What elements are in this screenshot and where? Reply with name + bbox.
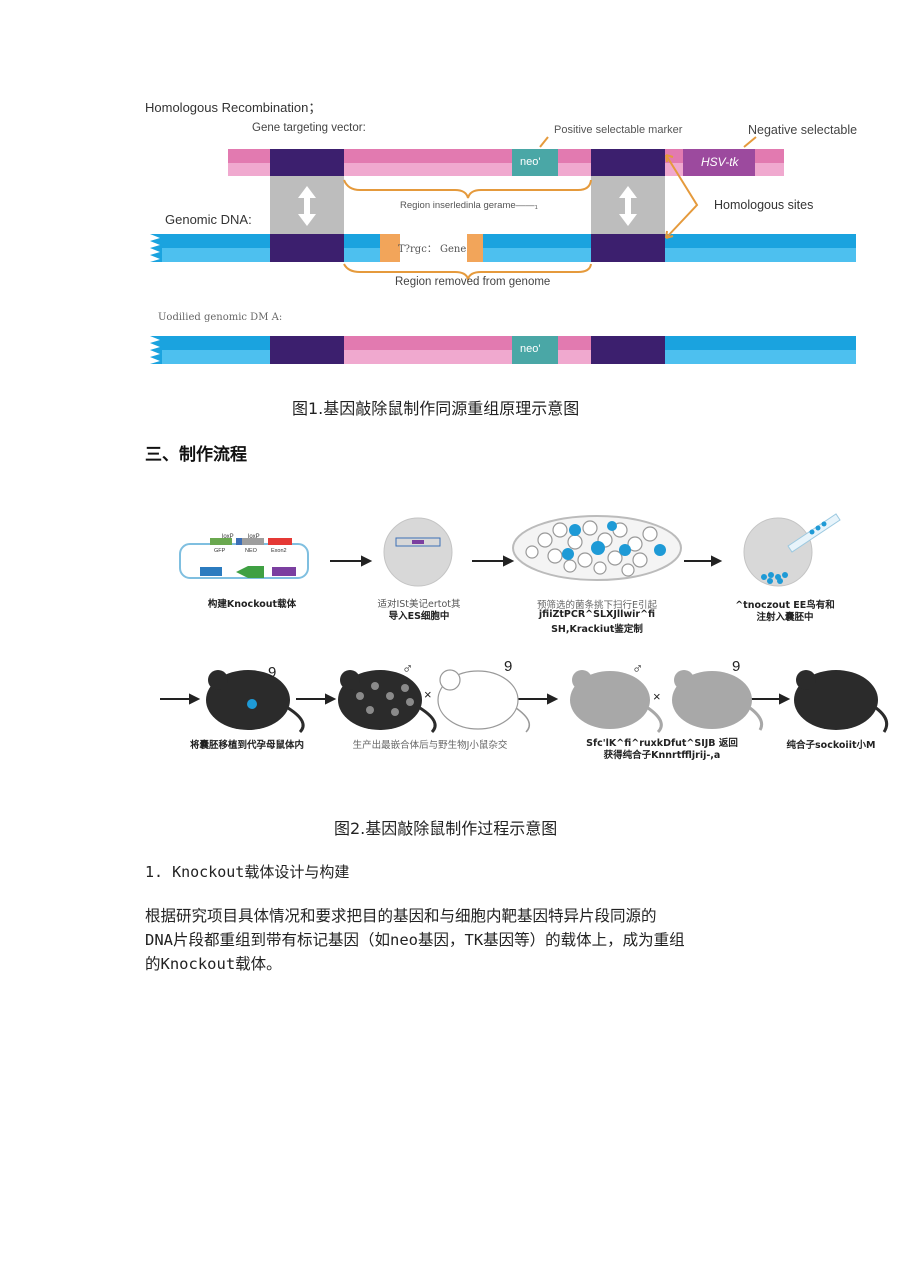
double-arrow-icon-right <box>619 186 637 226</box>
process-arrows-row1 <box>330 555 723 567</box>
modified-neo-label: neo' <box>520 343 541 355</box>
genomic-dna-label: Genomic DNA: <box>165 212 252 227</box>
fig2-caption: 图2.基因敲除鼠制作过程示意图 <box>334 819 558 838</box>
hetero-mouse-male-icon <box>570 670 663 734</box>
male-symbol-1: ♂ <box>402 660 414 677</box>
genomic-homology-arm-left <box>270 234 344 262</box>
vector-homology-arm-left <box>270 149 344 176</box>
section1-para-line1: 根据研究项目具体情况和要求把目的基因和与细胞内靶基因特异片段同源的 <box>145 907 657 925</box>
inserted-region-brace <box>343 179 592 199</box>
step2-label-line1: 适对ISt美记ertot其 <box>377 599 461 610</box>
es-cell-dish-icon <box>383 517 453 587</box>
hetero-mouse-female-icon <box>672 670 764 731</box>
genomic-dna-strand <box>150 234 856 262</box>
target-gene-right <box>467 234 483 262</box>
inserted-region-label: Region inserledinla gerame——₁ <box>400 200 538 211</box>
vector-homology-arm-right <box>591 149 665 176</box>
homologous-sites-pointer <box>665 154 699 239</box>
fig1-caption: 图1.基因敲除鼠制作同源重组原理示意图 <box>292 399 580 418</box>
vector-label: Gene targeting vector: <box>252 122 366 134</box>
step8-label: 纯合子sockoiit小M <box>786 740 876 751</box>
section1-para-line3: 的Knockout载体。 <box>145 955 282 973</box>
negative-marker-label: Negative selectable <box>748 123 858 137</box>
modified-genomic-strand <box>150 336 856 364</box>
step6-label: 生产出最嵌合体后与野生物J小鼠杂交 <box>352 740 508 751</box>
homologous-sites-label: Homologous sites <box>714 198 814 212</box>
negative-marker-arrow <box>743 136 757 148</box>
wildtype-mouse-icon <box>437 669 531 733</box>
neo-label: neo' <box>520 156 541 168</box>
exon-label: Exon2 <box>271 548 287 554</box>
removed-region-brace <box>343 263 592 283</box>
female-symbol-2: 9 <box>504 658 513 675</box>
step4-label-line2: 注射入囊胚中 <box>756 612 814 623</box>
hsv-label: HSV-tk <box>701 155 739 169</box>
positive-marker-label: Positive selectable marker <box>554 124 683 136</box>
step4-label-line1: ^tnoczout EE鸟有和 <box>735 600 835 611</box>
section1-heading: 1. Knockout载体设计与构建 <box>145 863 350 881</box>
target-gene-label: T?rgc： Gene <box>398 244 467 255</box>
neo-gene-label: NEO <box>245 548 257 554</box>
genomic-homology-arm-right <box>591 234 665 262</box>
step2-label-line2: 导入ES细胞中 <box>388 611 450 622</box>
gfp-label: GFP <box>214 548 226 554</box>
step3-label-line2: jfiiZtPCR^SLXJllwir^fi <box>538 609 656 620</box>
targeting-vector-strand <box>228 149 784 176</box>
step7-label-line2: 获得纯合子Knnrtffljrij-,a <box>603 750 721 761</box>
cross-symbol-1: × <box>424 687 432 702</box>
blastocyst-injection-icon <box>743 513 841 587</box>
male-symbol-2: ♂ <box>632 660 644 677</box>
modified-neo-block <box>512 336 558 364</box>
double-arrow-icon-left <box>298 186 316 226</box>
section1-para-line2: DNA片段都重组到带有标记基因（如neo基因，TK基因等）的载体上，成为重组 <box>145 931 685 949</box>
chimera-mouse-icon <box>338 670 437 734</box>
process-arrows-row2 <box>160 693 791 705</box>
modified-genomic-label: Uodilied genomic DM A: <box>158 312 283 323</box>
vector-hsv-tk-block <box>683 149 755 176</box>
step3-label-line3: SH,Krackiut鉴定制 <box>551 624 643 635</box>
knockout-process-diagram <box>160 513 889 734</box>
target-gene-left <box>380 234 400 262</box>
homologous-recombination-diagram <box>150 136 856 364</box>
removed-region-label: Region removed from genome <box>395 276 551 288</box>
fig1-title: Homologous Recombination； <box>145 100 322 115</box>
knockout-mouse-icon <box>794 670 889 733</box>
vector-neo-block <box>512 149 558 176</box>
surrogate-mouse-icon <box>206 670 305 734</box>
step7-label-line1: Sfc'lK^fi^ruxkDfut^SIJB 返回 <box>586 738 738 749</box>
cross-symbol-2: × <box>653 689 661 704</box>
step3-label-line1: 预筛选的菌条挑下扫行E引起 <box>536 600 657 611</box>
colony-plate-icon <box>512 515 682 581</box>
section3-heading: 三、制作流程 <box>145 445 247 465</box>
female-symbol-1: 9 <box>268 664 277 681</box>
step5-label: 将囊胚移植到代孕母鼠体内 <box>189 740 304 751</box>
step1-label: 构建Knockout载体 <box>207 599 297 610</box>
plasmid-vector-icon <box>179 538 309 579</box>
positive-marker-arrow <box>539 136 549 148</box>
female-symbol-3: 9 <box>732 658 741 675</box>
loxp-label-1: loxP <box>222 534 234 540</box>
loxp-label-2: loxP <box>248 534 260 540</box>
